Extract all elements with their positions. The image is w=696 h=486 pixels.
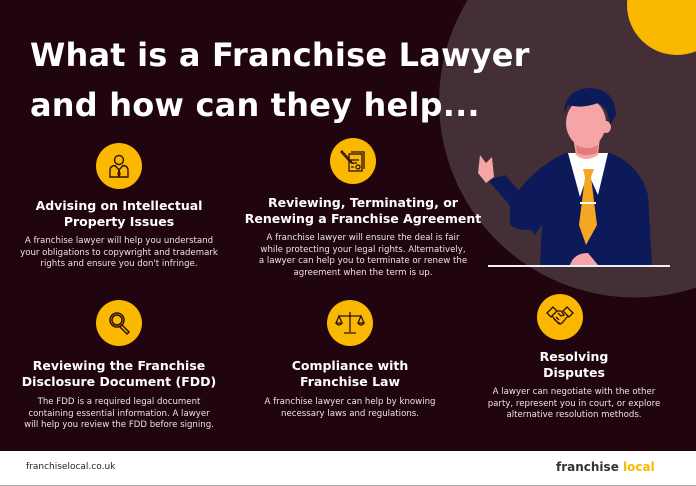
website-link[interactable]: franchiselocal.co.uk <box>26 462 116 472</box>
card-title-compliance: Compliance with Franchise Law <box>291 358 409 389</box>
card-title-fdd: Reviewing the Franchise Disclosure Docum… <box>21 358 217 389</box>
card-body-ip: A franchise lawyer will help you underst… <box>20 236 218 269</box>
logo-text-local: local <box>623 460 655 474</box>
title-line-2: and how can they help... <box>30 86 480 124</box>
card-body-disputes: A lawyer can negotiate with the other pa… <box>487 387 661 420</box>
brand-logo: franchise local <box>556 460 655 474</box>
logo-text-franchise: franchise <box>556 460 624 474</box>
card-title-disputes: Resolving Disputes <box>539 349 609 380</box>
magnifying-glass-icon <box>96 300 142 346</box>
infographic-canvas: What is a Franchise Lawyer and how can t… <box>20 0 696 430</box>
desk-line <box>488 265 670 267</box>
signed-document-icon <box>330 138 376 184</box>
card-title-ip: Advising on Intellectual Property Issues <box>35 198 203 229</box>
page-title: What is a Franchise Lawyer and how can t… <box>30 30 530 130</box>
title-line-1: What is a Franchise Lawyer <box>30 36 530 74</box>
scales-of-justice-icon <box>327 300 373 346</box>
businessman-icon <box>96 143 142 189</box>
handshake-icon <box>537 294 583 340</box>
card-title-agreement: Reviewing, Terminating, or Renewing a Fr… <box>244 195 482 226</box>
card-body-fdd: The FDD is a required legal document con… <box>24 397 214 430</box>
lawyer-illustration-icon <box>478 88 652 265</box>
footer: franchiselocal.co.uk franchise local <box>0 451 696 486</box>
card-body-agreement: A franchise lawyer will ensure the deal … <box>258 233 468 278</box>
card-body-compliance: A franchise lawyer can help by knowing n… <box>264 397 436 419</box>
